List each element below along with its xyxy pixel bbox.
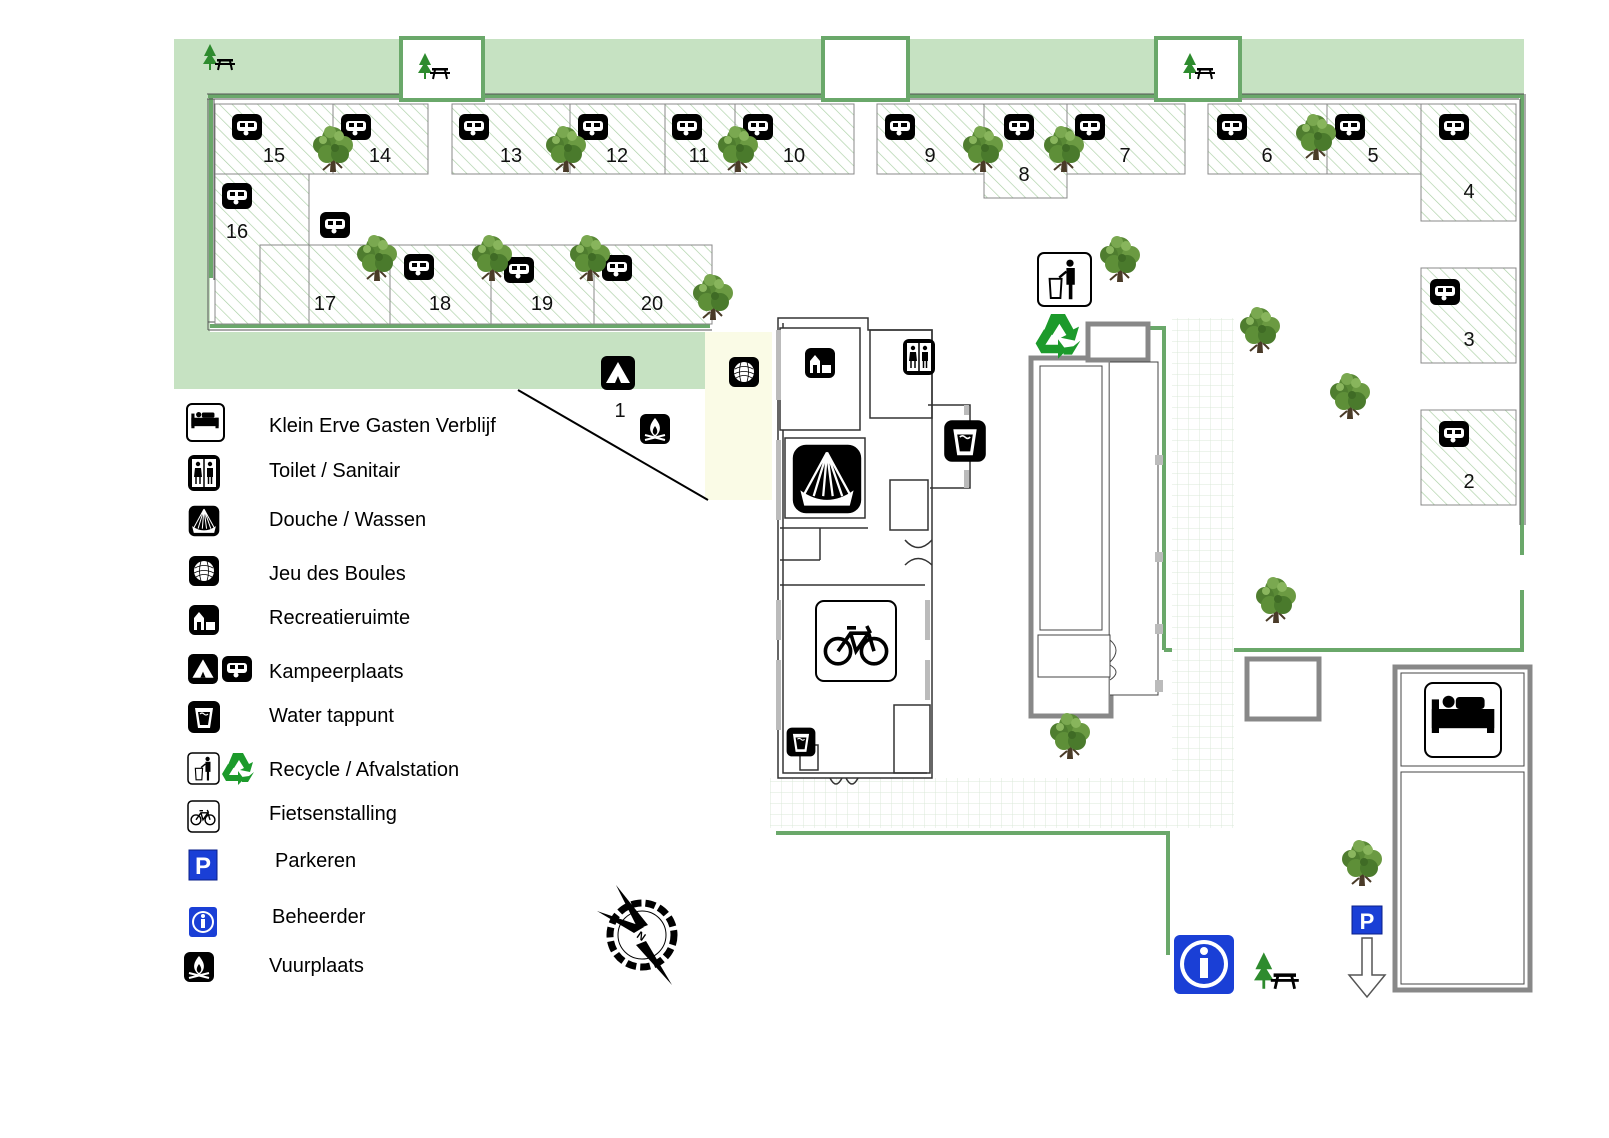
bicycle-icon: [815, 600, 897, 682]
building-wall-grey: [776, 330, 969, 730]
legend-shower-icon: [188, 505, 220, 537]
tree-icon: [1239, 306, 1281, 354]
barn-building: [1028, 321, 1163, 719]
parking-sign: P: [1347, 905, 1387, 999]
pitch-number: 9: [924, 145, 935, 167]
water-tap-icon: [786, 727, 816, 757]
recreation-icon: [805, 348, 835, 378]
legend-recreation-icon: [189, 605, 219, 635]
boules-icon: [728, 356, 760, 388]
caravan-icon: [320, 212, 350, 238]
legend-label: Parkeren: [275, 850, 356, 872]
pitch-number: 12: [606, 145, 628, 167]
legend-tent-icon: [188, 654, 218, 684]
paved-paths: [770, 318, 1234, 828]
guest-house: [1392, 664, 1533, 993]
legend-label: Toilet / Sanitair: [269, 460, 401, 482]
pitch-number: 14: [369, 145, 391, 167]
pitch-numbers: 1 2 3 4 5 6 7 8 9 10 11 12 13 14 15 16 1…: [226, 145, 1475, 493]
caravan-icon: [1335, 114, 1365, 140]
tent-icon: [601, 356, 635, 390]
legend-label: Fietsenstalling: [269, 803, 397, 825]
legend-label: Recreatieruimte: [269, 607, 410, 629]
leader-line: [517, 389, 709, 501]
legend-info-icon: [189, 907, 217, 937]
caravan-icon: [459, 114, 489, 140]
legend-recycle-icon: [222, 753, 254, 785]
pitch-number: 18: [429, 293, 451, 315]
legend-label: Douche / Wassen: [269, 509, 426, 531]
caravan-icon: [404, 254, 434, 280]
legend-label: Beheerder: [272, 906, 366, 928]
compass-icon: N: [597, 885, 678, 985]
shower-icon: [791, 443, 863, 515]
svg-text:P: P: [1360, 909, 1375, 934]
sanitary-building: [777, 317, 971, 785]
pitch-number: 20: [641, 293, 663, 315]
caravan-icon: [1430, 279, 1460, 305]
caravan-icon: [578, 114, 608, 140]
pitch-number: 3: [1463, 329, 1474, 351]
caravan-icon: [1439, 421, 1469, 447]
tree-icon: [1049, 712, 1091, 760]
tree-icon: [1341, 839, 1383, 887]
trash-station: [1035, 252, 1092, 359]
pitch-number: 2: [1463, 471, 1474, 493]
legend-caravan-icon: [222, 656, 252, 682]
pitch-number: 5: [1367, 145, 1378, 167]
legend-label: Kampeerplaats: [269, 661, 404, 683]
pitch-number: 7: [1119, 145, 1130, 167]
pitch-number: 15: [263, 145, 285, 167]
legend-trash-icon: [187, 752, 220, 785]
caravan-icon: [885, 114, 915, 140]
pitch-number: 19: [531, 293, 553, 315]
pitch-number: 17: [314, 293, 336, 315]
caravan-icon: [1075, 114, 1105, 140]
legend-label: Klein Erve Gasten Verblijf: [269, 415, 496, 437]
caravan-icon: [232, 114, 262, 140]
legend-label: Recycle / Afvalstation: [269, 759, 459, 781]
caravan-icon: [341, 114, 371, 140]
legend-bicycle-icon: [187, 800, 220, 833]
legend-parking-icon: P: [188, 849, 218, 881]
legend-bed-icon: [186, 403, 225, 442]
pitch-number: 6: [1261, 145, 1272, 167]
legend-water-tap-icon: [187, 700, 221, 734]
pitch-number: 10: [783, 145, 805, 167]
pitch-number: 16: [226, 221, 248, 243]
legend-label: Water tappunt: [269, 705, 394, 727]
pitch-number: 11: [689, 145, 710, 167]
toilet-icon: [902, 338, 936, 376]
tree-icon: [1099, 235, 1141, 283]
caravan-icon: [222, 183, 252, 209]
pitch-number: 8: [1018, 164, 1029, 186]
legend-boules-icon: [188, 555, 220, 587]
info-icon: [1174, 935, 1234, 994]
caravan-icon: [1439, 114, 1469, 140]
legend-label: Jeu des Boules: [269, 563, 406, 585]
legend-label: Vuurplaats: [269, 955, 364, 977]
hedges: [208, 94, 1524, 955]
legend-campfire-icon: [183, 951, 215, 983]
tree-icon: [1329, 372, 1371, 420]
legend-toilet-icon: [187, 454, 221, 492]
recycle-icon: [1035, 314, 1081, 359]
caravan-icon: [1004, 114, 1034, 140]
pitch-number: 13: [500, 145, 522, 167]
legend: Klein Erve Gasten Verblijf Toilet / Sani…: [183, 403, 496, 983]
caravan-icon: [672, 114, 702, 140]
pitch-number: 1: [614, 400, 625, 422]
water-tap-icon: [943, 419, 987, 463]
tree-icon: [1255, 576, 1297, 624]
svg-text:P: P: [195, 853, 211, 880]
picnic-icon: [1252, 951, 1301, 991]
pitch-number: 4: [1463, 181, 1474, 203]
shed: [1244, 656, 1322, 722]
caravan-icon: [1217, 114, 1247, 140]
campfire-icon: [639, 413, 671, 445]
